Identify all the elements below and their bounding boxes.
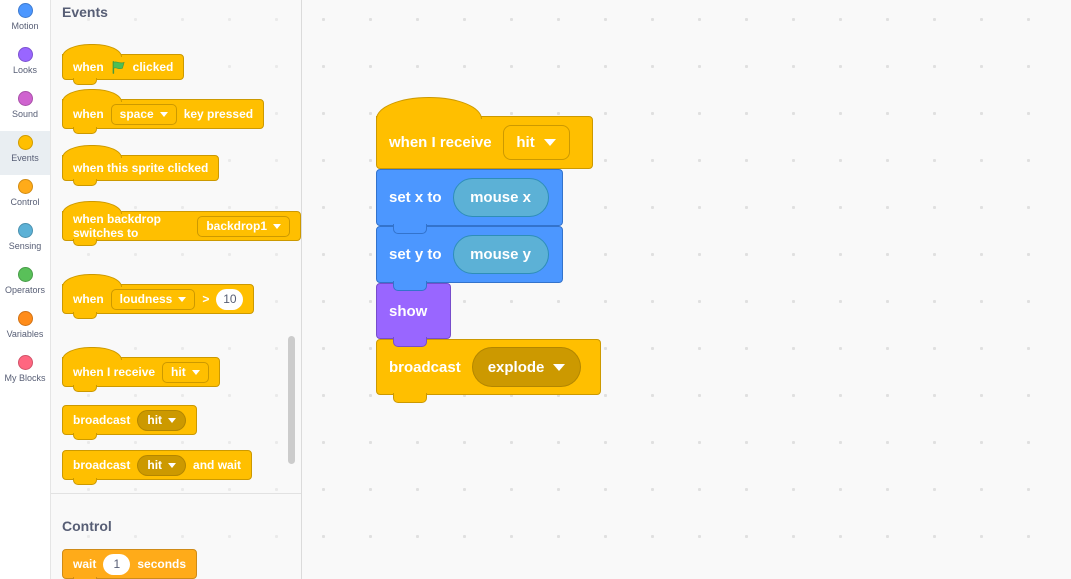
palette-header-control: Control — [62, 518, 112, 534]
dropdown-value: hit — [147, 413, 163, 427]
block-text: broadcast — [389, 358, 461, 376]
dropdown-value: hit — [171, 365, 186, 379]
block-text: set x to — [389, 189, 442, 206]
motion-color-icon — [17, 3, 33, 18]
category-label: My Blocks — [4, 373, 46, 383]
category-sensing[interactable]: Sensing — [0, 219, 50, 263]
dropdown-value: hit — [147, 458, 163, 472]
script-show[interactable]: show — [376, 283, 451, 347]
mouse-x-reporter[interactable]: mouse x — [452, 178, 549, 217]
my-blocks-color-icon — [17, 355, 33, 370]
block-text: when this sprite clicked — [73, 161, 209, 175]
reporter-label: mouse x — [470, 189, 531, 206]
block-text: set y to — [389, 246, 442, 263]
block-when-backdrop-switches[interactable]: when backdrop switches to backdrop1 — [62, 201, 301, 246]
block-text: when — [73, 107, 104, 121]
backdrop-dropdown[interactable]: backdrop1 — [197, 215, 290, 237]
control-color-icon — [17, 179, 33, 194]
chevron-down-icon — [553, 363, 566, 371]
palette-header-events: Events — [62, 4, 108, 20]
events-color-icon — [17, 135, 33, 150]
block-when-flag-clicked[interactable]: when clicked — [62, 44, 185, 85]
dropdown-value: loudness — [119, 292, 173, 306]
chevron-down-icon — [191, 369, 200, 375]
mouse-y-reporter[interactable]: mouse y — [452, 235, 549, 274]
block-text: show — [389, 302, 428, 320]
block-wait-seconds[interactable]: wait 1 seconds — [62, 549, 198, 579]
category-control[interactable]: Control — [0, 175, 50, 219]
block-text: when I receive — [389, 134, 492, 151]
broadcast-dropdown[interactable]: explode — [471, 347, 582, 387]
block-text: when — [73, 292, 104, 306]
broadcast-dropdown[interactable]: hit — [137, 409, 187, 431]
block-text: when backdrop switches to — [73, 212, 162, 240]
reporter-label: mouse y — [470, 246, 531, 263]
dropdown-value: space — [119, 107, 154, 121]
category-label: Variables — [6, 329, 44, 339]
block-text: key pressed — [183, 107, 254, 121]
key-dropdown[interactable]: space — [110, 103, 177, 125]
block-text: > — [202, 292, 210, 306]
chevron-down-icon — [178, 296, 187, 302]
script-set-x-to[interactable]: set x to mouse x — [376, 169, 563, 234]
category-label: Events — [11, 153, 39, 163]
category-sidebar: Motion Looks Sound Events Control Sensin… — [0, 0, 51, 579]
category-operators[interactable]: Operators — [0, 263, 50, 307]
block-text: when — [73, 60, 104, 74]
code-canvas[interactable]: when I receive hit set x to mouse x set … — [302, 0, 1071, 579]
chevron-down-icon — [273, 223, 281, 229]
looks-color-icon — [17, 47, 33, 62]
variables-color-icon — [17, 311, 33, 326]
block-text: when I receive — [73, 365, 156, 379]
category-label: Motion — [11, 21, 39, 31]
chevron-down-icon — [543, 139, 556, 146]
block-text: clicked — [132, 60, 174, 74]
category-variables[interactable]: Variables — [0, 307, 50, 351]
sensing-color-icon — [17, 223, 33, 238]
block-text: wait — [73, 557, 97, 571]
message-dropdown[interactable]: hit — [162, 361, 209, 383]
green-flag-icon — [112, 60, 125, 74]
number-input[interactable]: 1 — [103, 553, 131, 575]
operators-color-icon — [17, 267, 33, 282]
category-my-blocks[interactable]: My Blocks — [0, 351, 50, 395]
block-palette[interactable]: Events when clicked when space key press… — [51, 0, 302, 579]
category-label: Control — [10, 197, 40, 207]
block-when-i-receive[interactable]: when I receive hit — [62, 347, 220, 392]
category-sound[interactable]: Sound — [0, 87, 50, 131]
number-input[interactable]: 10 — [216, 288, 244, 310]
block-when-sprite-clicked[interactable]: when this sprite clicked — [62, 145, 220, 186]
block-broadcast-and-wait[interactable]: broadcast hit and wait — [62, 450, 253, 485]
palette-section-divider — [51, 493, 301, 494]
category-label: Sound — [11, 109, 39, 119]
block-broadcast[interactable]: broadcast hit — [62, 405, 198, 440]
script-broadcast[interactable]: broadcast explode — [376, 339, 601, 403]
dropdown-value: explode — [487, 358, 545, 376]
chevron-down-icon — [168, 417, 177, 423]
chevron-down-icon — [168, 462, 177, 468]
block-text: broadcast — [73, 458, 131, 472]
broadcast-dropdown[interactable]: hit — [137, 454, 187, 476]
category-motion[interactable]: Motion — [0, 0, 50, 43]
category-events[interactable]: Events — [0, 131, 50, 175]
block-text: seconds — [137, 557, 187, 571]
block-when-loudness[interactable]: when loudness > 10 — [62, 274, 255, 319]
block-text: and wait — [193, 458, 242, 472]
sound-color-icon — [17, 91, 33, 106]
chevron-down-icon — [159, 111, 168, 117]
dropdown-value: hit — [516, 134, 535, 151]
category-label: Looks — [12, 65, 38, 75]
message-dropdown[interactable]: hit — [502, 125, 570, 160]
category-looks[interactable]: Looks — [0, 43, 50, 87]
category-label: Operators — [4, 285, 46, 295]
palette-scrollbar[interactable] — [288, 336, 295, 464]
block-text: broadcast — [73, 413, 131, 427]
dropdown-value: backdrop1 — [206, 219, 267, 233]
loudness-dropdown[interactable]: loudness — [110, 288, 196, 310]
category-label: Sensing — [8, 241, 42, 251]
script-when-i-receive[interactable]: when I receive hit — [376, 97, 593, 169]
block-when-key-pressed[interactable]: when space key pressed — [62, 89, 265, 134]
script-set-y-to[interactable]: set y to mouse y — [376, 226, 563, 291]
